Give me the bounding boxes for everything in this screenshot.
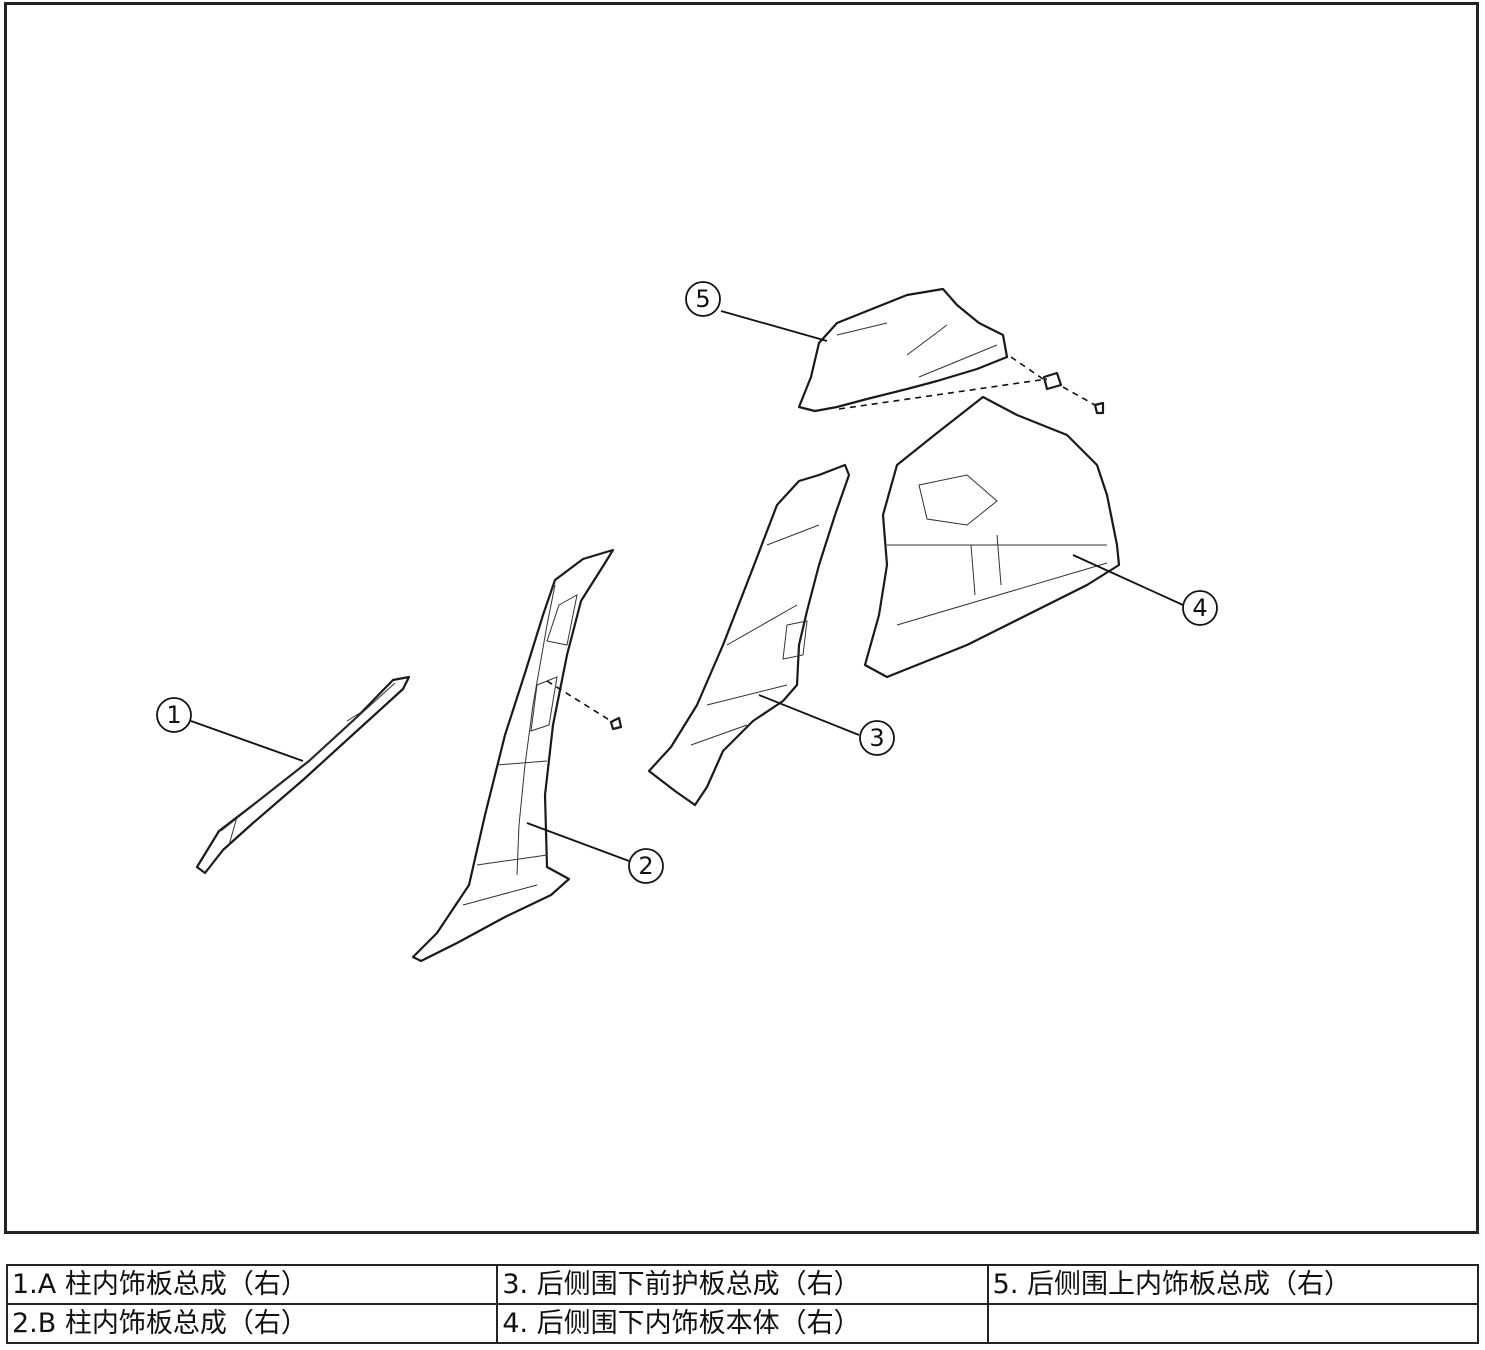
legend-cell-empty	[986, 1303, 1480, 1344]
legend-row: 1.A 柱内饰板总成（右） 3. 后侧围下前护板总成（右） 5. 后侧围上内饰板…	[5, 1264, 1480, 1305]
svg-text:1: 1	[166, 701, 181, 729]
svg-text:3: 3	[869, 724, 884, 752]
svg-text:5: 5	[695, 285, 710, 313]
diagram-frame: 1 2 3 4 5	[4, 2, 1479, 1234]
callout-2: 2	[628, 848, 664, 884]
callout-5: 5	[685, 281, 721, 317]
svg-text:2: 2	[638, 852, 653, 880]
legend-row: 2.B 柱内饰板总成（右） 4. 后侧围下内饰板本体（右）	[5, 1303, 1480, 1344]
legend-cell: 2.B 柱内饰板总成（右）	[5, 1303, 499, 1344]
callout-3: 3	[859, 720, 895, 756]
legend-cell: 4. 后侧围下内饰板本体（右）	[496, 1303, 989, 1344]
rear-quarter-lower-front-trim-icon	[647, 463, 851, 807]
rear-quarter-upper-trim-icon	[797, 287, 1009, 413]
legend-cell: 3. 后侧围下前护板总成（右）	[496, 1264, 989, 1305]
assembly-lines	[546, 356, 1096, 722]
callout-1: 1	[156, 697, 192, 733]
a-pillar-trim-icon	[195, 675, 411, 875]
legend-cell: 1.A 柱内饰板总成（右）	[5, 1264, 499, 1305]
exploded-view-diagram: 1 2 3 4 5	[156, 281, 1218, 963]
parts-legend-table: 1.A 柱内饰板总成（右） 3. 后侧围下前护板总成（右） 5. 后侧围上内饰板…	[5, 1264, 1480, 1344]
legend-cell: 5. 后侧围上内饰板总成（右）	[986, 1264, 1480, 1305]
b-pillar-trim-icon	[411, 548, 615, 963]
fastener-icons	[609, 371, 1105, 731]
callout-4: 4	[1182, 590, 1218, 626]
svg-text:4: 4	[1192, 594, 1207, 622]
leader-lines	[190, 310, 1184, 862]
rear-quarter-lower-trim-body-icon	[863, 395, 1121, 679]
